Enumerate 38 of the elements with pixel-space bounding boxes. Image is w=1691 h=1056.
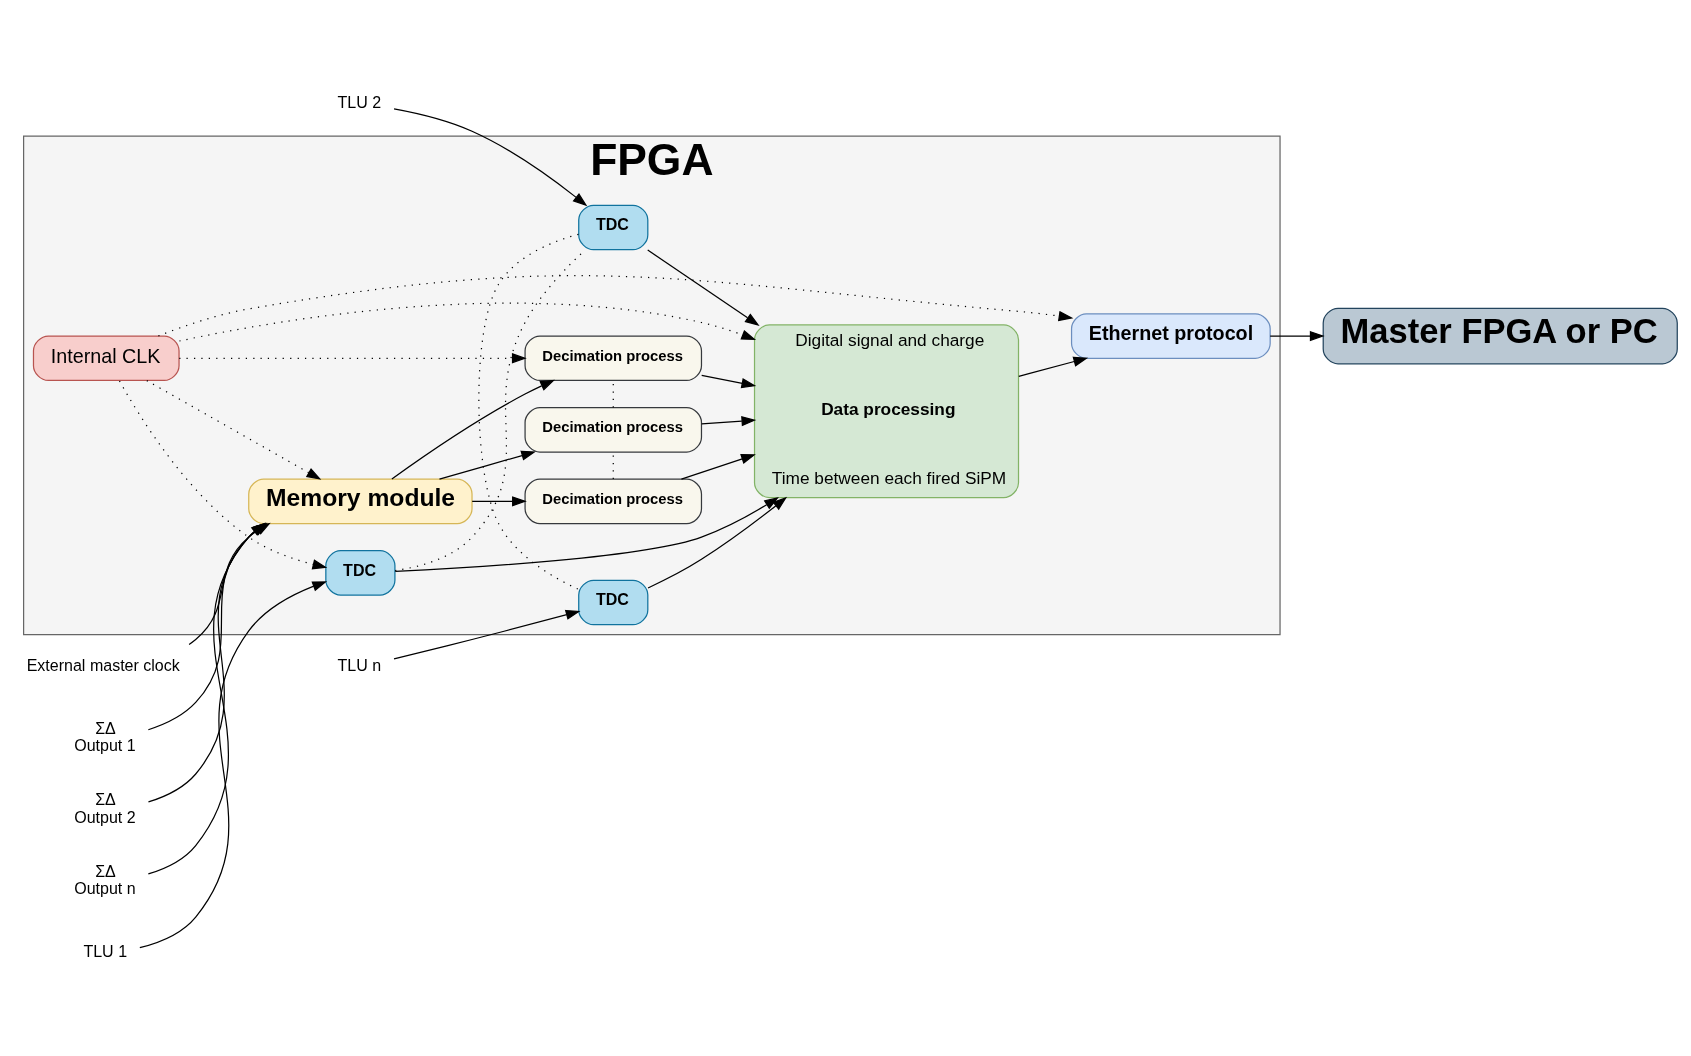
- node-box: Memory module: [248, 478, 473, 524]
- arrow: [701, 415, 757, 426]
- arrow: [438, 450, 536, 480]
- arrow: [391, 379, 555, 480]
- node-box: Master FPGA or PC: [1322, 307, 1678, 364]
- node-box: Digital signal and charge Data processing Time between each fired SiPM: [753, 323, 1020, 498]
- arrow: [1018, 356, 1089, 377]
- arrow: [118, 379, 328, 569]
- node-box: TDC: [578, 204, 649, 250]
- arrow: [471, 495, 527, 507]
- arrow: [146, 379, 322, 480]
- node-text: ΣΔ Output n: [74, 861, 136, 897]
- arrow: [1269, 330, 1325, 341]
- node-box: Decimation process: [524, 334, 703, 381]
- node-text: External master clock: [26, 655, 180, 674]
- arrow: [701, 374, 757, 388]
- connector: [478, 233, 580, 590]
- arrow: [647, 248, 760, 326]
- node-box: TDC: [325, 549, 396, 596]
- arrow: [178, 352, 527, 363]
- arrow: [393, 609, 581, 659]
- arrow: [157, 274, 1074, 337]
- arrow: [394, 496, 779, 572]
- node-box: TDC: [578, 579, 649, 625]
- node-box: Ethernet protocol: [1070, 312, 1271, 359]
- arrow: [139, 580, 328, 948]
- node-box: Decimation process: [524, 478, 703, 524]
- node-text: TLU n: [337, 655, 382, 674]
- node-text: ΣΔ Output 1: [74, 718, 136, 754]
- arrow: [393, 107, 588, 206]
- arrow: [178, 302, 757, 342]
- node-box: Decimation process: [524, 406, 703, 453]
- arrow: [647, 496, 788, 589]
- arrow: [680, 453, 756, 480]
- node-text: TLU 1: [83, 941, 128, 960]
- node-text: TLU 2: [337, 92, 382, 111]
- node-text: ΣΔ Output 2: [74, 789, 136, 826]
- node-box: Internal CLK: [32, 334, 180, 381]
